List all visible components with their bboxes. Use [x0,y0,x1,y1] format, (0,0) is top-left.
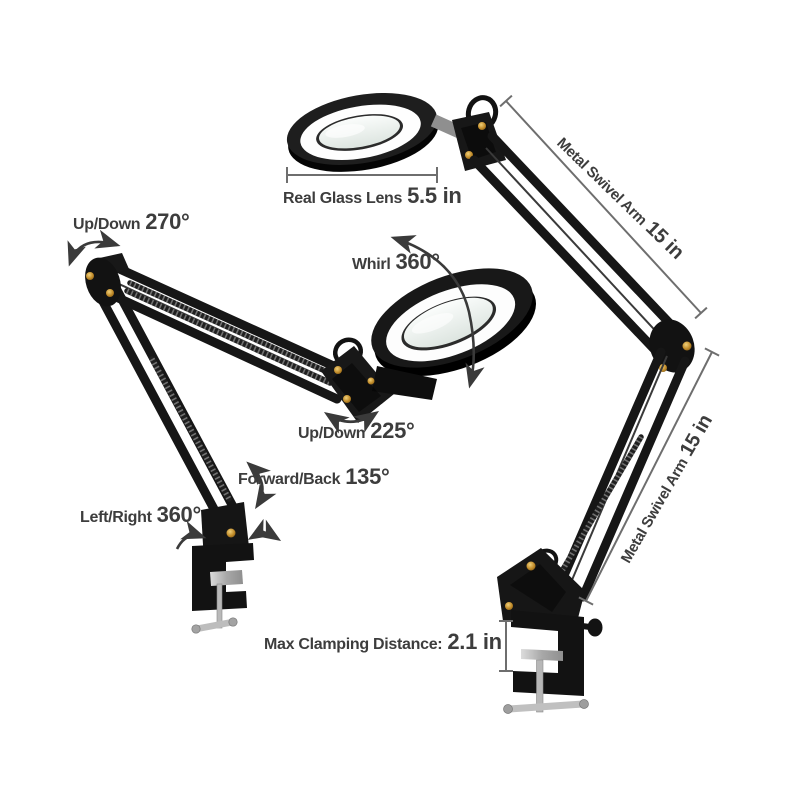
up-down-225-arrow-icon [323,410,380,434]
forward-back-label: Forward/Back [238,471,341,488]
left-right-value: 360° [156,502,202,527]
annotation-real-glass-lens: Real Glass Lens 5.5 in [283,183,462,209]
right-lamp-upper-arm [469,131,681,355]
annotation-left-right-360: Left/Right 360° [80,502,201,528]
left-right-label: Left/Right [80,509,152,526]
clamping-dimension-line [499,620,513,672]
forward-back-135-arrow-icon [246,461,277,510]
clamping-value: 2.1 in [447,629,502,654]
right-lamp [286,93,695,714]
up-down-270-value: 270° [145,209,190,234]
upper-arm-dimension-line [499,94,708,320]
whirl-label: Whirl [352,256,391,273]
lens-value: 5.5 in [407,183,462,208]
left-clamp-base [191,502,254,634]
clamping-label: Max Clamping Distance: [264,636,443,653]
annotation-whirl-360: Whirl 360° [352,249,440,275]
annotation-up-down-270: Up/Down 270° [73,209,190,235]
up-down-225-label: Up/Down [298,425,366,442]
right-clamp-base [497,548,603,714]
annotation-up-down-225: Up/Down 225° [298,418,415,444]
lens-dimension-line [286,167,438,183]
left-lamp-upper-arm [96,261,354,404]
left-right-360-arrow-right-icon [247,518,282,541]
right-lamp-magnifier-head [286,93,439,172]
up-down-270-arrow-icon [67,229,121,267]
right-lamp-lower-arm [529,347,690,602]
left-lamp-lower-arm [94,285,243,529]
annotation-forward-back-135: Forward/Back 135° [238,464,390,490]
lower-arm-dimension-line [578,347,720,606]
whirl-value: 360° [395,249,441,274]
forward-back-value: 135° [345,464,390,489]
whirl-360-arrow-icon [390,235,485,389]
left-lamp-head-bracket [321,337,437,423]
annotation-max-clamping-distance: Max Clamping Distance: 2.1 in [264,629,502,655]
left-right-360-arrow-left-icon [175,520,207,550]
lens-label: Real Glass Lens [283,190,403,207]
up-down-225-value: 225° [370,418,415,443]
up-down-270-label: Up/Down [73,216,141,233]
